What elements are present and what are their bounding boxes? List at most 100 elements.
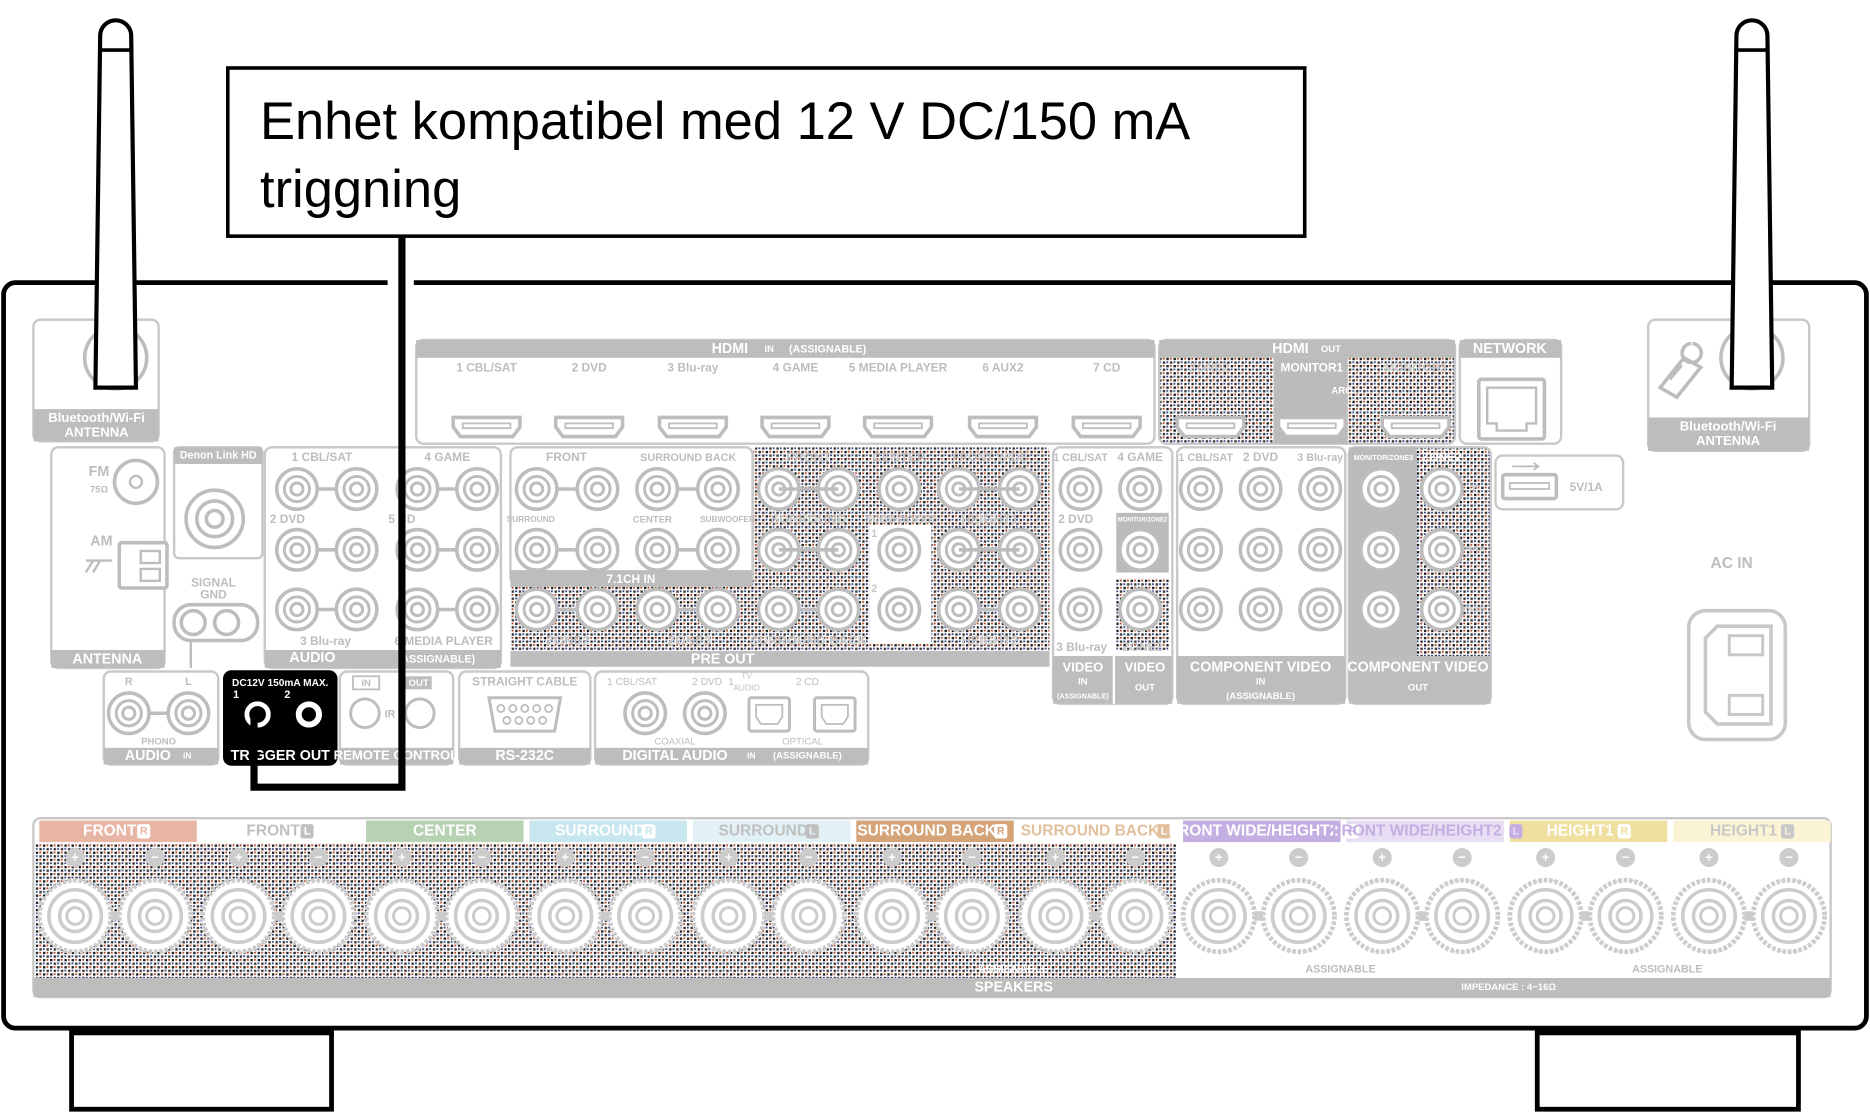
label: SUBWOOFER bbox=[865, 514, 936, 526]
jack-ring-inner bbox=[282, 535, 312, 564]
badge bbox=[352, 675, 381, 691]
label: FRONT bbox=[786, 449, 831, 464]
jack-ring-inner bbox=[690, 699, 719, 728]
label: − bbox=[1458, 850, 1466, 865]
jack-pin bbox=[1373, 481, 1389, 497]
jack-pin bbox=[1253, 542, 1269, 558]
jack-ring bbox=[1058, 587, 1103, 632]
label: 1 bbox=[871, 528, 877, 540]
jack-ring-inner bbox=[1427, 474, 1456, 504]
label: GND bbox=[200, 587, 227, 601]
speaker-channel-header bbox=[1019, 820, 1178, 843]
terminal-bridge bbox=[1406, 911, 1439, 921]
label: MONITOR/ZONE3 bbox=[1354, 454, 1413, 462]
panel-footer bbox=[103, 747, 219, 765]
pre-out-footer bbox=[510, 651, 1050, 667]
jack-ring bbox=[454, 527, 500, 572]
jack-pin bbox=[589, 481, 606, 497]
speaker-side-label: R bbox=[997, 826, 1005, 838]
speaker-channel-label: HEIGHT1 bbox=[1547, 822, 1615, 839]
speaker-terminal-ring bbox=[210, 887, 267, 945]
jack-pin bbox=[529, 481, 545, 497]
plus-marker bbox=[1045, 848, 1065, 868]
minus-marker bbox=[962, 848, 982, 868]
jack-ring-inner bbox=[1066, 535, 1095, 564]
speaker-terminal-ring bbox=[791, 898, 826, 934]
label: 75Ω bbox=[90, 485, 109, 496]
speaker-terminal-post bbox=[65, 906, 85, 926]
jack-ring-inner bbox=[342, 535, 371, 564]
speaker-terminal-post bbox=[718, 906, 739, 926]
label: HDMI bbox=[1272, 341, 1309, 357]
jack-pin bbox=[1312, 481, 1328, 497]
label: IN bbox=[361, 678, 371, 689]
jack-ring-inner bbox=[1366, 595, 1396, 624]
jack-ring bbox=[514, 527, 559, 572]
side-badge bbox=[805, 824, 819, 839]
badge bbox=[405, 676, 432, 690]
jack-ring bbox=[695, 587, 741, 632]
terminal-bridge bbox=[1079, 911, 1112, 921]
antenna-left bbox=[93, 18, 139, 390]
speaker-side-label: R bbox=[1349, 826, 1357, 838]
jack-ring bbox=[334, 527, 379, 572]
speaker-terminal-post bbox=[555, 906, 576, 926]
label: VIDEO bbox=[1062, 659, 1103, 674]
label: 2 DVD bbox=[1058, 512, 1093, 526]
label: 2 bbox=[284, 689, 290, 701]
7-1ch-in-jack bbox=[575, 466, 620, 512]
speaker-terminal-ring bbox=[221, 898, 256, 934]
jack-ring bbox=[877, 527, 922, 572]
gnd-screw bbox=[179, 608, 207, 637]
speaker-side-label: L bbox=[809, 826, 816, 838]
plus-marker bbox=[1536, 848, 1556, 868]
jack-pin bbox=[589, 542, 606, 558]
label: IN bbox=[366, 653, 376, 664]
ac-inlet-socket bbox=[1703, 624, 1773, 726]
jack-ring-inner bbox=[1005, 595, 1034, 624]
ac-pin bbox=[1727, 634, 1765, 657]
hdmi-port-pins bbox=[1287, 422, 1337, 430]
antenna-right bbox=[1729, 18, 1775, 390]
jack-ring bbox=[877, 466, 922, 512]
label: R bbox=[125, 676, 133, 688]
jack-pin bbox=[1132, 481, 1148, 497]
jack-pin bbox=[589, 601, 606, 618]
phono-jack bbox=[166, 691, 211, 736]
label: OUT bbox=[409, 678, 429, 689]
minus-marker bbox=[635, 848, 655, 868]
speaker-terminal-ring bbox=[1201, 898, 1237, 934]
speaker-terminal-ring bbox=[1528, 898, 1563, 934]
minus-marker bbox=[472, 848, 492, 868]
hdmi-port-pins bbox=[873, 422, 923, 430]
terminal-bridge bbox=[262, 911, 295, 921]
panel-footer bbox=[459, 747, 591, 765]
label: TV bbox=[741, 670, 752, 680]
speaker-terminal-ring bbox=[127, 887, 184, 945]
speaker-channel-header bbox=[856, 820, 1014, 843]
jack-ring-inner bbox=[1126, 474, 1155, 504]
speaker-side-label: R bbox=[1620, 826, 1628, 838]
jack-ring-inner bbox=[1427, 535, 1456, 564]
video-jack bbox=[1118, 466, 1163, 512]
label: 2 CD bbox=[796, 677, 819, 688]
plus-marker bbox=[1372, 848, 1392, 868]
jack-pin bbox=[1072, 601, 1089, 618]
speaker-terminal-ring bbox=[301, 898, 336, 934]
speaker-terminal-ring bbox=[548, 898, 583, 934]
jack-ring bbox=[395, 527, 440, 572]
label: OUT bbox=[1321, 344, 1341, 355]
jack-ring-inner bbox=[282, 595, 312, 624]
rs232c-pin bbox=[520, 704, 530, 713]
speaker-terminal-ring bbox=[1281, 898, 1317, 934]
label: Y bbox=[1470, 483, 1477, 495]
terminal-bridge bbox=[98, 911, 132, 921]
jack-ring-inner bbox=[342, 595, 371, 624]
component-in-jack bbox=[1298, 527, 1343, 572]
panel-footer bbox=[1348, 655, 1491, 704]
label: + bbox=[398, 850, 406, 865]
label: (ASSIGNABLE) bbox=[1057, 692, 1109, 700]
hdmi-port-pins bbox=[668, 422, 718, 430]
speaker-side-label: R bbox=[645, 826, 653, 838]
